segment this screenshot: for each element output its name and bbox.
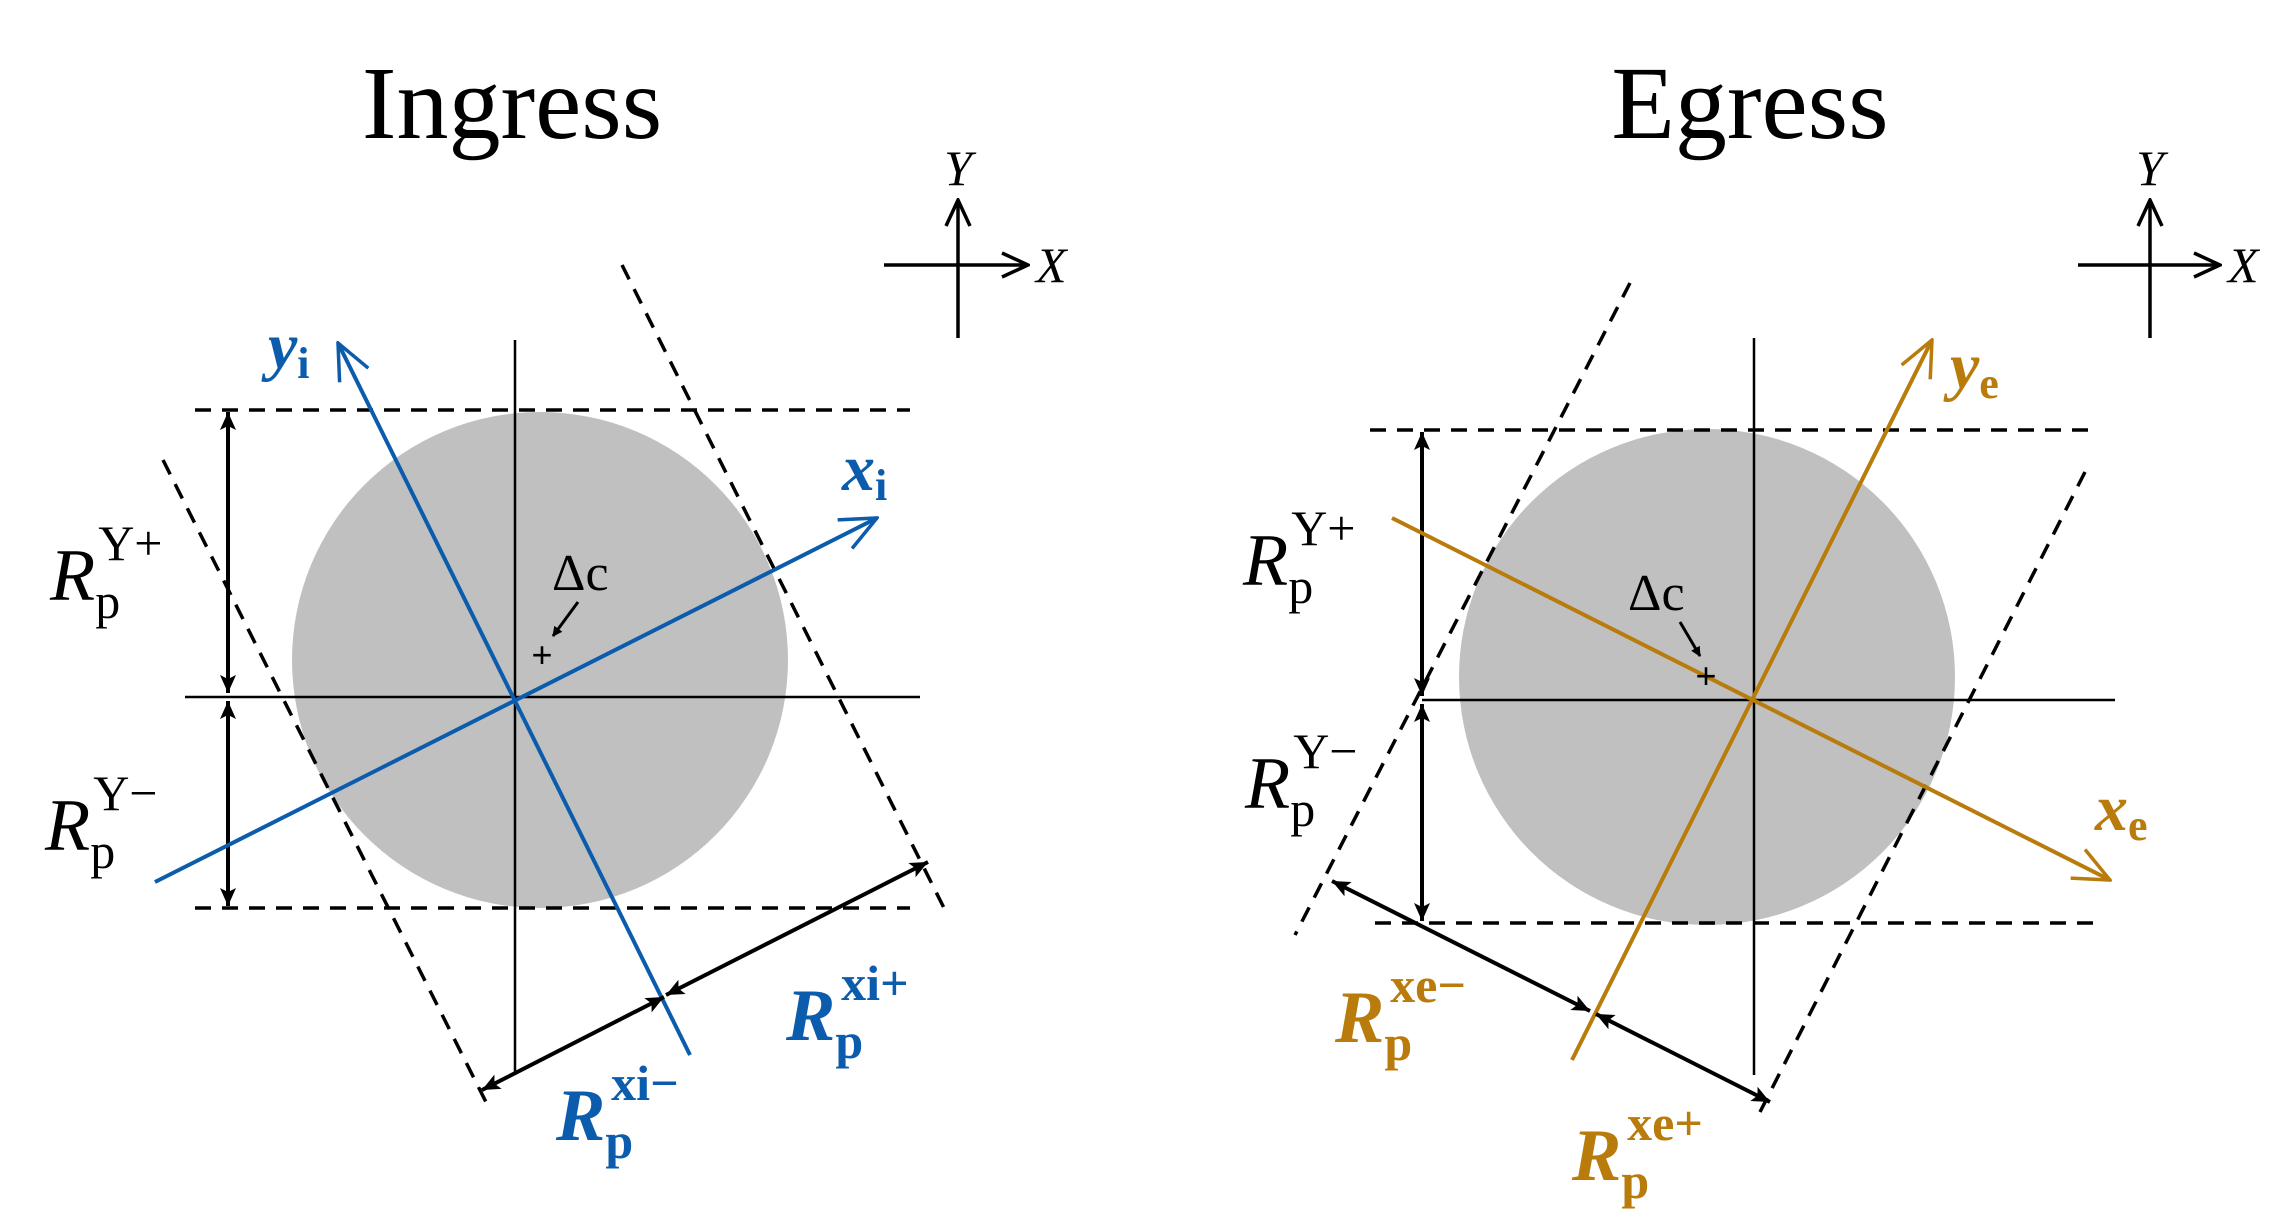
- egress-rp-xe-plus-label: Rpxe+: [1571, 1095, 1703, 1209]
- egress-rp-y-plus-label: RpY+: [1242, 500, 1356, 614]
- egress-delta-c-arrow: [1678, 621, 1702, 657]
- compass-y-label: Y: [2136, 140, 2169, 196]
- egress-rp-xe-minus-dimension: [1331, 879, 1591, 1013]
- egress-left-slanted-dashed-line: [1293, 282, 1632, 936]
- ingress-delta-c-arrow: [551, 601, 580, 637]
- egress-title: Egress: [1611, 46, 1888, 161]
- ingress-xi-label: xi: [841, 432, 887, 510]
- egress-center-offset-marker: +: [1695, 655, 1716, 696]
- egress-rp-xe-plus-dimension: [1595, 1012, 1771, 1104]
- ingress-rp-xi-minus-dimension: [481, 995, 665, 1092]
- ingress-compass: Y X: [884, 140, 1069, 338]
- ingress-right-slanted-dashed-line: [620, 264, 947, 911]
- ingress-rp-xi-minus-label: Rpxi−: [555, 1055, 679, 1169]
- egress-xe-label: xe: [2094, 772, 2148, 850]
- compass-y-label: Y: [944, 140, 977, 196]
- ingress-rp-xi-plus-label: Rpxi+: [785, 955, 909, 1069]
- compass-x-label: X: [1034, 237, 1069, 293]
- ingress-delta-c-label: Δc: [552, 545, 609, 602]
- ingress-panel: Ingress Y X Δc + RpY+: [44, 46, 1069, 1169]
- egress-delta-c-label: Δc: [1628, 565, 1685, 622]
- ingress-planet-disk: [292, 412, 788, 908]
- egress-compass: Y X: [2078, 140, 2261, 338]
- egress-right-slanted-dashed-line: [1758, 471, 2087, 1113]
- ingress-rp-y-plus-label: RpY+: [49, 515, 163, 629]
- ingress-left-slanted-dashed-line: [161, 459, 492, 1111]
- egress-panel: Egress Y X Δc + RpY+: [1242, 46, 2261, 1209]
- egress-ye-label: ye: [1943, 330, 1999, 408]
- ingress-yi-label: yi: [261, 310, 310, 388]
- ingress-center-offset-marker: +: [531, 634, 552, 675]
- ingress-xi-axis: [154, 518, 877, 884]
- ingress-rp-y-minus-label: RpY−: [44, 765, 158, 879]
- egress-rp-xe-minus-label: Rpxe−: [1334, 957, 1466, 1071]
- egress-rp-y-minus-label: RpY−: [1244, 723, 1358, 837]
- ingress-rp-xi-plus-dimension: [665, 860, 929, 997]
- compass-x-label: X: [2226, 237, 2261, 293]
- ingress-title: Ingress: [362, 46, 662, 161]
- egress-xe-axis: [1391, 516, 2110, 880]
